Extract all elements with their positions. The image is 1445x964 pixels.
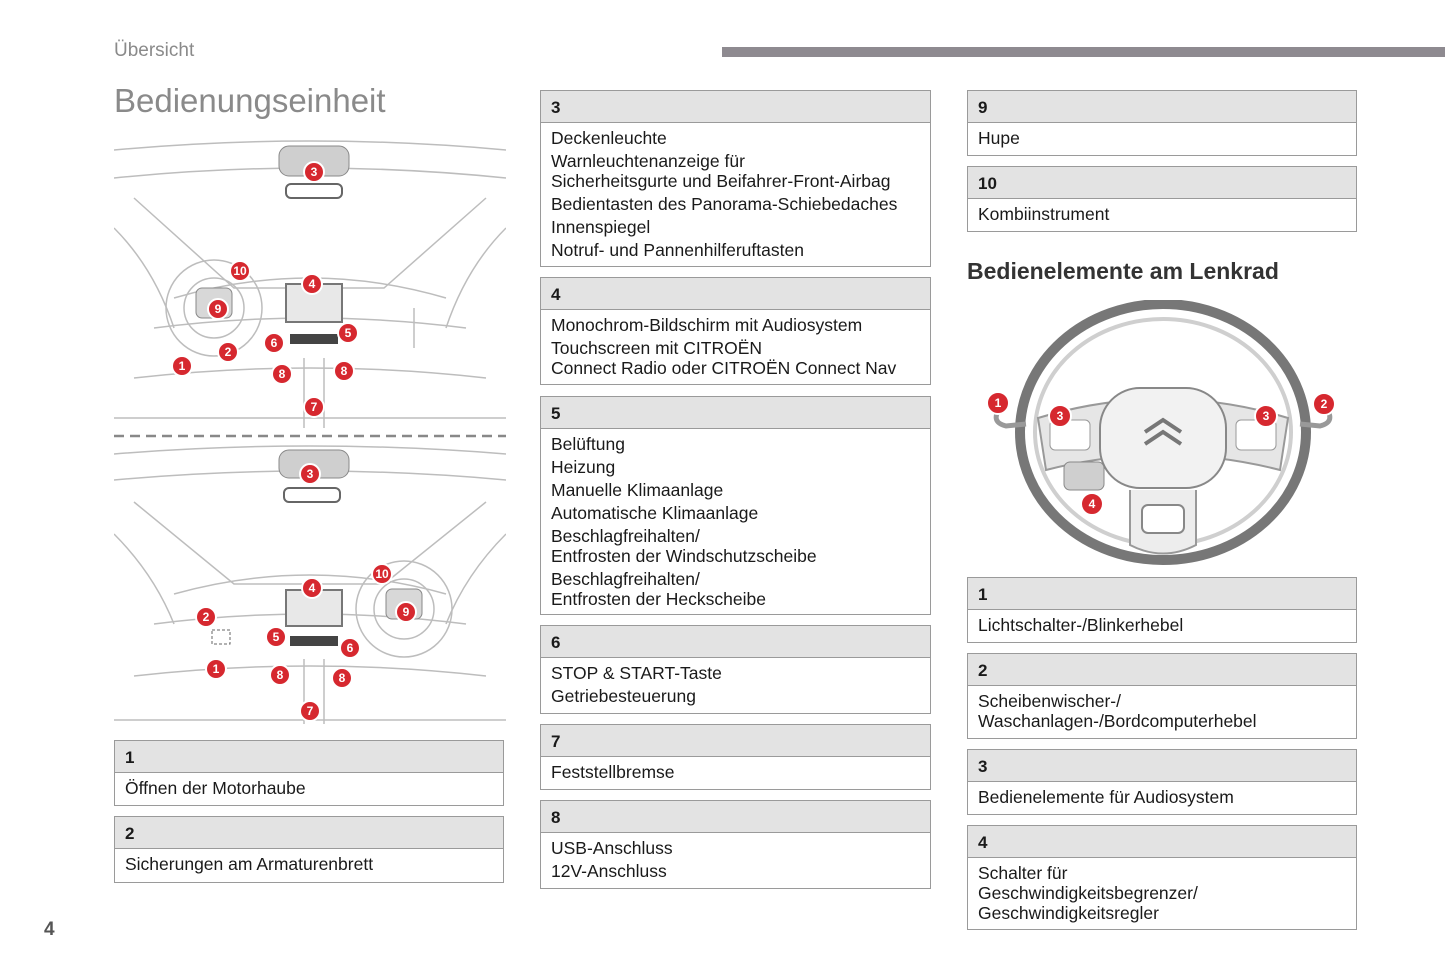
item-number: 4 [541,278,930,310]
item-text: Hupe [978,128,1020,148]
item-text: USB-Anschluss [551,838,673,858]
svg-text:4: 4 [309,581,316,595]
item-box-7: 7 Feststellbremse [540,724,931,790]
svg-text:6: 6 [271,336,278,350]
item-box-8: 8 USB-Anschluss 12V-Anschluss [540,800,931,889]
item-number: 3 [541,91,930,123]
item-number: 2 [968,654,1356,686]
item-text: Touchscreen mit CITROËN Connect Radio od… [551,338,897,378]
svg-text:5: 5 [345,326,352,340]
steering-box-1: 1 Lichtschalter-/Blinkerhebel [967,577,1357,643]
item-text: Heizung [551,457,616,477]
svg-text:3: 3 [307,467,314,481]
svg-text:9: 9 [215,302,222,316]
svg-text:3: 3 [1057,409,1064,423]
item-text: STOP & START-Taste [551,663,722,683]
steering-box-3: 3 Bedienelemente für Audiosystem [967,749,1357,815]
svg-text:4: 4 [1089,497,1096,511]
item-text: Getriebesteuerung [551,686,696,706]
item-text: Bedienelemente für Audiosystem [978,787,1234,807]
item-box-1: 1 Öffnen der Motorhaube [114,740,504,806]
item-text: Manuelle Klimaanlage [551,480,724,500]
item-box-6: 6 STOP & START-Taste Getriebesteuerung [540,625,931,714]
item-text: Warnleuchtenanzeige für Sicherheitsgurte… [551,151,891,191]
svg-text:2: 2 [1321,397,1328,411]
item-number: 7 [541,725,930,757]
svg-text:10: 10 [233,264,247,278]
item-number: 8 [541,801,930,833]
cabin-illustration-rhd: 3 10 4 9 2 5 6 1 8 8 7 [114,445,506,724]
item-box-9: 9 Hupe [967,90,1357,156]
svg-text:3: 3 [1263,409,1270,423]
item-text: Feststellbremse [551,762,675,782]
svg-text:8: 8 [341,364,348,378]
item-number: 4 [968,826,1356,858]
steering-box-4: 4 Schalter für Geschwindigkeitsbegrenzer… [967,825,1357,930]
svg-text:7: 7 [307,704,314,718]
item-text: Belüftung [551,434,625,454]
item-number: 6 [541,626,930,658]
item-number: 1 [968,578,1356,610]
svg-text:1: 1 [995,396,1002,410]
svg-text:9: 9 [403,605,410,619]
item-box-5: 5 Belüftung Heizung Manuelle Klimaanlage… [540,396,931,615]
item-text: Beschlagfreihalten/ Entfrosten der Hecks… [551,569,766,609]
item-text: Beschlagfreihalten/ Entfrosten der Winds… [551,526,817,566]
item-number: 10 [968,167,1356,199]
item-text: Sicherungen am Armaturenbrett [125,854,374,874]
item-text: 12V-Anschluss [551,861,667,881]
illustration-divider [114,434,506,438]
steering-wheel-illustration: 1 3 3 2 4 [986,300,1336,565]
cabin-markers-lhd: 3 10 4 9 5 6 2 1 8 8 7 [171,161,359,418]
item-box-10: 10 Kombiinstrument [967,166,1357,232]
cabin-markers-rhd: 3 10 4 9 2 5 6 1 8 8 7 [195,463,417,722]
item-number: 9 [968,91,1356,123]
steering-markers: 1 3 3 2 4 [986,391,1336,516]
svg-text:10: 10 [375,567,389,581]
svg-text:1: 1 [179,359,186,373]
item-text: Lichtschalter-/Blinkerhebel [978,615,1184,635]
header-bar [722,47,1445,57]
svg-text:4: 4 [309,277,316,291]
svg-text:1: 1 [213,662,220,676]
item-number: 1 [115,741,503,773]
svg-text:8: 8 [279,367,286,381]
item-box-2: 2 Sicherungen am Armaturenbrett [114,816,504,883]
item-text: Scheibenwischer-/ Waschanlagen-/Bordcomp… [978,691,1257,731]
item-box-3: 3 Deckenleuchte Warnleuchtenanzeige für … [540,90,931,267]
steering-controls-heading: Bedienelemente am Lenkrad [967,258,1279,284]
item-text: Schalter für Geschwindigkeitsbegrenzer/ … [978,863,1198,923]
svg-text:5: 5 [273,630,280,644]
svg-text:8: 8 [339,671,346,685]
svg-text:6: 6 [347,641,354,655]
item-text: Kombiinstrument [978,204,1110,224]
steering-box-2: 2 Scheibenwischer-/ Waschanlagen-/Bordco… [967,653,1357,739]
cabin-illustration-lhd: 3 10 4 9 5 6 2 1 8 8 7 [114,140,506,428]
svg-text:3: 3 [311,165,318,179]
svg-text:8: 8 [277,668,284,682]
item-text: Öffnen der Motorhaube [125,778,306,798]
item-number: 2 [115,817,503,849]
section-label: Übersicht [114,40,195,61]
item-text: Notruf- und Pannenhilferuftasten [551,240,804,260]
item-text: Innenspiegel [551,217,651,237]
page-title: Bedienungseinheit [114,82,386,119]
item-box-4: 4 Monochrom-Bildschirm mit Audiosystem T… [540,277,931,385]
svg-text:2: 2 [203,610,210,624]
page-number: 4 [44,919,55,940]
item-text: Deckenleuchte [551,128,667,148]
item-number: 5 [541,397,930,429]
item-number: 3 [968,750,1356,782]
item-text: Monochrom-Bildschirm mit Audiosystem [551,315,863,335]
svg-text:2: 2 [225,345,232,359]
item-text: Bedientasten des Panorama-Schiebedaches [551,194,898,214]
svg-text:7: 7 [311,400,318,414]
item-text: Automatische Klimaanlage [551,503,759,523]
